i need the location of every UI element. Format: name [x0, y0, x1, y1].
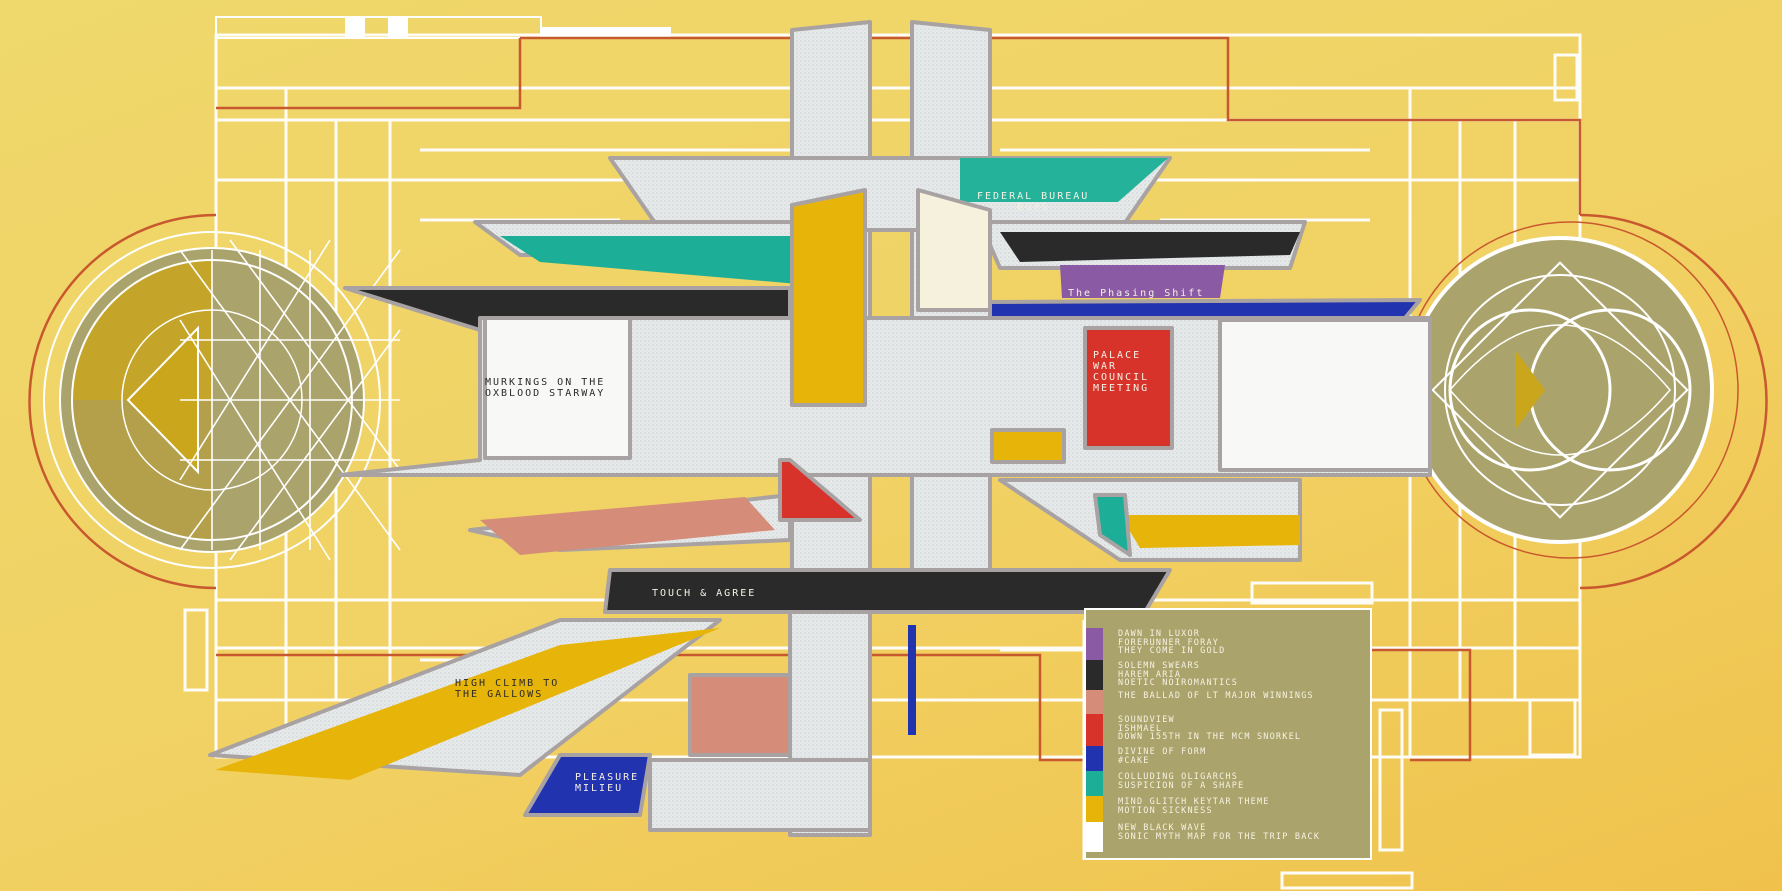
- label-touch-agree: TOUCH & AGREE: [652, 588, 757, 599]
- legend-swatch: [1086, 796, 1103, 822]
- legend-line: NEW BLACK WAVE: [1118, 823, 1207, 833]
- legend-swatch: [1086, 714, 1103, 746]
- label-phasing-shift: The Phasing Shift: [1068, 288, 1205, 299]
- legend-swatch: [1086, 690, 1103, 714]
- legend-line: DOWN 155TH IN THE MCM SNORKEL: [1118, 732, 1302, 743]
- label-pleasure-milieu: PLEASURE MILIEU: [575, 772, 640, 794]
- label-high-climb: HIGH CLIMB TO THE GALLOWS: [455, 678, 560, 700]
- legend-line: COLLUDING OLIGARCHS: [1118, 772, 1239, 782]
- legend-line: SOLEMN SWEARS: [1118, 661, 1201, 671]
- legend-text: DIVINE OF FORM#CAKE: [1118, 748, 1206, 765]
- label-palace-war: PALACE WAR COUNCIL MEETING: [1093, 350, 1150, 394]
- legend-line: ISHMAEL: [1118, 723, 1163, 734]
- legend-item: DIVINE OF FORM#CAKE: [1086, 746, 1372, 771]
- legend-line: NOETIC NOIROMANTICS: [1118, 678, 1239, 689]
- legend-line: FORERUNNER FORAY: [1118, 637, 1220, 648]
- legend-swatch: [1086, 822, 1103, 852]
- legend-line: DIVINE OF FORM: [1118, 747, 1207, 757]
- left-circle-diagram: [43, 231, 401, 569]
- legend-line: SONIC MYTH MAP FOR THE TRIP BACK: [1118, 831, 1321, 842]
- legend-line: THE BALLAD OF LT MAJOR WINNINGS: [1118, 691, 1314, 701]
- legend-line: THEY COME IN GOLD: [1118, 646, 1226, 657]
- legend-line: MIND GLITCH KEYTAR THEME: [1118, 797, 1270, 807]
- legend-text: THE BALLAD OF LT MAJOR WINNINGS: [1118, 692, 1314, 701]
- label-murkings: MURKINGS ON THE OXBLOOD STARWAY: [485, 377, 606, 399]
- legend-swatch: [1086, 628, 1103, 660]
- legend-item: THE BALLAD OF LT MAJOR WINNINGS: [1086, 690, 1372, 714]
- legend-swatch: [1086, 660, 1103, 690]
- legend-swatch: [1086, 771, 1103, 796]
- legend-line: MOTION SICKNESS: [1118, 805, 1213, 816]
- legend-line: DAWN IN LUXOR: [1118, 629, 1201, 639]
- legend-line: HAREM ARIA: [1118, 669, 1182, 680]
- legend-swatch: [1086, 746, 1103, 771]
- label-federal-bureau: FEDERAL BUREAU BOYS: [977, 191, 1090, 213]
- legend-line: SUSPICION OF A SHAPE: [1118, 780, 1245, 791]
- right-circle-diagram: [1401, 221, 1739, 559]
- legend-line: SOUNDVIEW: [1118, 715, 1175, 725]
- legend-line: #CAKE: [1118, 755, 1150, 766]
- central-structure: [208, 20, 1432, 837]
